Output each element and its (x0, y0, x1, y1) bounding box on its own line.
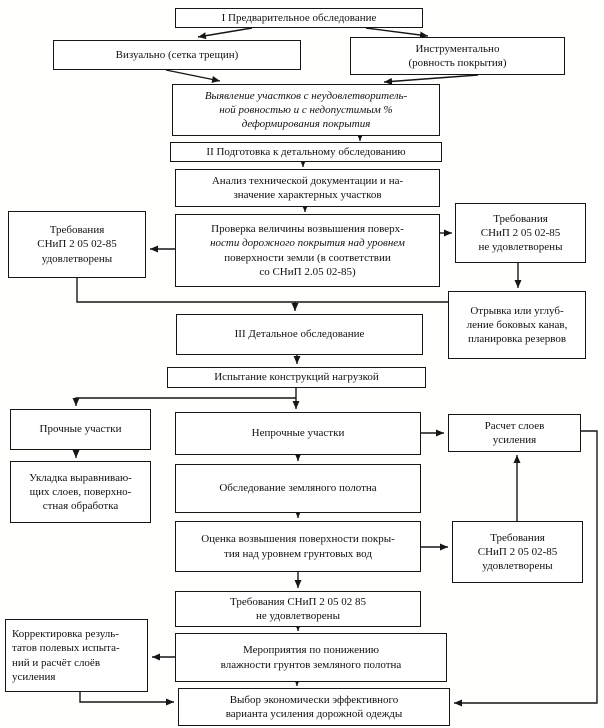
box-reinforcement-layers-calc: Расчет слоев усиления (448, 414, 581, 452)
box-ditch-excavation: Отрывка или углуб- ление боковых канав, … (448, 291, 586, 359)
box-moisture-reduction-measures: Мероприятия по понижению влажности грунт… (175, 633, 447, 682)
box-line: Инструментально (415, 42, 500, 55)
box-line: татов полевых испыта- (12, 642, 120, 655)
box-line: ности дорожного покрытия над уровнем (210, 237, 405, 250)
box-line: Требования (490, 531, 545, 544)
box-line: Прочные участки (39, 423, 122, 436)
box-economic-variant-choice: Выбор экономически эффективного варианта… (178, 688, 450, 726)
box-load-testing: Испытание конструкций нагрузкой (167, 367, 426, 388)
box-line: Корректировка резуль- (12, 627, 119, 640)
box-line: СНиП 2 05 02-85 (480, 226, 561, 239)
box-line: I Предварительное обследование (221, 11, 377, 24)
box-line: Выявление участков с неудовлетворитель- (204, 89, 408, 102)
box-check-pavement-elevation: Проверка величины возвышения поверх- нос… (175, 214, 440, 287)
box-line: не удовлетворены (478, 241, 563, 254)
box-stage3-detailed-inspection: III Детальное обследование (176, 314, 423, 355)
box-line: стная обработка (42, 500, 119, 513)
box-line: усиления (492, 434, 537, 446)
box-analysis-documentation: Анализ технической документации и на- зн… (175, 169, 440, 207)
box-line: Укладка выравниваю- (29, 471, 132, 484)
arrow-instrumental-to-identify (383, 74, 479, 85)
box-subgrade-inspection: Обследование земляного полотна (175, 464, 421, 513)
box-line: варианта усиления дорожной одежды (225, 708, 403, 720)
box-line: поверхности земли (в соответствии (224, 251, 391, 264)
box-line: деформирования покрытия (241, 118, 371, 131)
box-line: Анализ технической документации и на- (211, 174, 404, 187)
box-strong-sections: Прочные участки (10, 409, 151, 450)
box-line: Оценка возвышения поверхности покры- (201, 533, 395, 546)
box-line: ний и расчёт слоёв (12, 656, 101, 669)
box-line: Отрывка или углуб- (470, 304, 564, 317)
box-line: удовлетворены (41, 252, 113, 265)
box-line: СНиП 2 05 02-85 (477, 545, 558, 558)
box-line: щих слоев, поверхно- (29, 485, 132, 498)
arrow-calc-to-choice (454, 430, 598, 707)
box-line: удовлетворены (482, 560, 553, 573)
box-line: не удовлетворены (256, 610, 340, 622)
arrow-stage1-to-instrumental (365, 27, 429, 39)
box-identify-bad-sections: Выявление участков с неудовлетворитель- … (172, 84, 440, 136)
box-line: Требования (49, 224, 105, 237)
box-line: II Подготовка к детальному обследованию (206, 145, 406, 158)
box-line: Требования СНиП 2 05 02 85 (230, 595, 366, 608)
box-line: III Детальное обследование (234, 328, 365, 341)
arrow-stage1-to-visual (197, 27, 253, 40)
box-line: СНиП 2 05 02-85 (37, 238, 117, 251)
box-requirements-satisfied-bottom: Требования СНиП 2 05 02-85 удовлетворены (452, 521, 583, 583)
box-line: Визуально (сетка трещин) (115, 48, 239, 61)
box-stage1-preliminary-inspection: I Предварительное обследование (175, 8, 423, 28)
box-weak-sections: Непрочные участки (175, 412, 421, 455)
box-groundwater-elevation-assessment: Оценка возвышения поверхности покры- тия… (175, 521, 421, 572)
box-line: значение характерных участков (233, 189, 382, 201)
box-leveling-layers: Укладка выравниваю- щих слоев, поверхно-… (10, 461, 151, 523)
box-line: ление боковых канав, (466, 318, 568, 331)
box-line: Проверка величины возвышения поверх- (211, 222, 404, 235)
box-line: Обследование земляного полотна (219, 482, 377, 495)
box-line: ной ровностью и с недопустимым % (219, 103, 393, 116)
box-requirements-satisfied-top: Требования СНиП 2 05 02-85 удовлетворены (8, 211, 146, 278)
box-line: Выбор экономически эффективного (229, 693, 399, 706)
box-requirements-not-satisfied-top: Требования СНиП 2 05 02-85 не удовлетвор… (455, 203, 586, 263)
arrow-visual-to-identify (165, 69, 221, 83)
box-line: Требования (493, 212, 548, 225)
arrow-correction-to-choice (79, 692, 174, 706)
box-line: Расчет слоев (484, 419, 545, 432)
box-line: усиления (12, 670, 56, 683)
box-results-correction: Корректировка резуль- татов полевых испы… (5, 619, 148, 692)
box-line: влажности грунтов земляного полотна (220, 658, 402, 671)
box-line: Непрочные участки (251, 427, 345, 440)
box-line: Испытание конструкций нагрузкой (214, 371, 379, 384)
box-line: со СНиП 2.05 02-85) (259, 265, 356, 278)
box-line: планировка резервов (467, 333, 567, 346)
box-requirements-not-satisfied-bottom: Требования СНиП 2 05 02 85 не удовлетвор… (175, 591, 421, 627)
box-line: тия над уровнем грунтовых вод (224, 547, 372, 560)
arrow-loadtest-to-strong (72, 397, 296, 406)
box-line: (ровность покрытия) (408, 57, 507, 69)
box-stage2-preparation: II Подготовка к детальному обследованию (170, 142, 442, 162)
line-req-ok-top-ditch-junction (76, 278, 448, 303)
box-instrumental-evenness: Инструментально (ровность покрытия) (350, 37, 565, 75)
box-line: Мероприятия по понижению (243, 644, 379, 657)
box-visual-crack-net: Визуально (сетка трещин) (53, 40, 301, 70)
